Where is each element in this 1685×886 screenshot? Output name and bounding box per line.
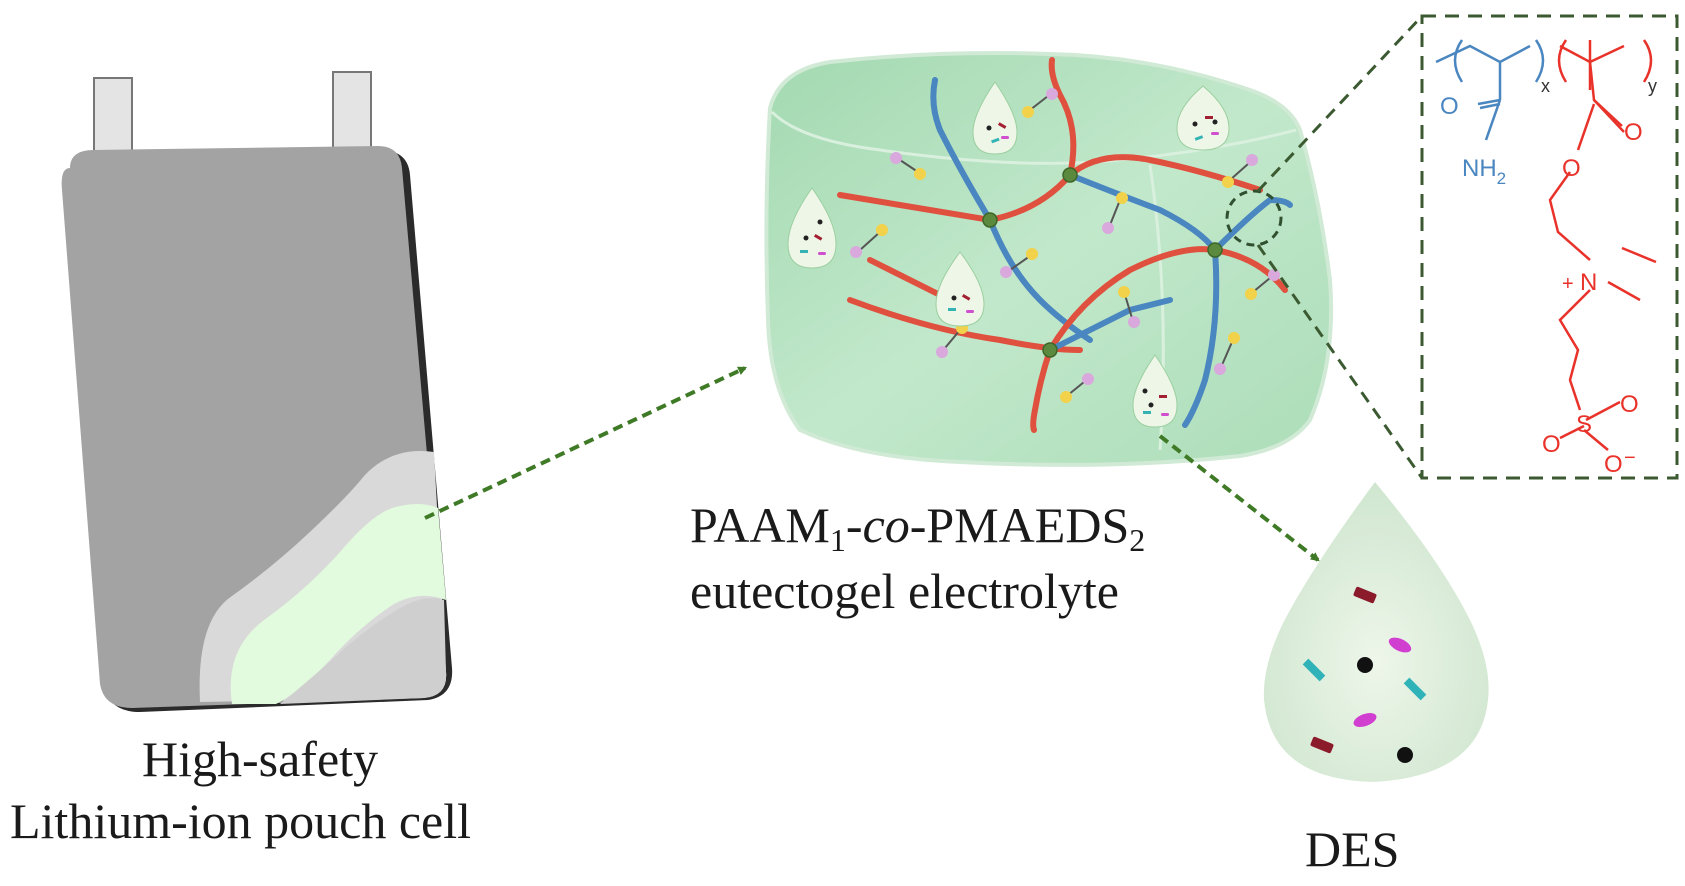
battery-wave-green <box>230 504 446 704</box>
polymer-chain <box>1047 246 1288 353</box>
repeat-sub-x: x <box>1541 76 1550 96</box>
des-component-black <box>1357 657 1373 673</box>
zwitterion-labels: O O + N O S O O − <box>1542 119 1643 478</box>
zwitterion-unit <box>1548 39 1657 451</box>
des-component-red <box>1353 586 1377 604</box>
crosslink-node <box>1062 167 1078 183</box>
arrow-gel-to-des <box>1158 434 1320 562</box>
pendant-group <box>1222 154 1258 188</box>
gel-caption-italic: co <box>862 497 910 553</box>
polymer-chain <box>1212 196 1293 253</box>
gel-caption-prefix: PAAM <box>690 497 830 553</box>
pendant-group <box>1118 286 1140 328</box>
des-component-magenta <box>1353 713 1377 727</box>
ammonium-charge: + <box>1562 273 1574 295</box>
pendant-group <box>1102 192 1128 234</box>
zoom-connector-bottom <box>1256 244 1424 479</box>
crosslink-nodes <box>982 167 1223 358</box>
arrow-cell-to-gel <box>424 366 748 520</box>
polymer-chain <box>1182 247 1220 428</box>
pendant-group <box>1214 332 1240 375</box>
ester-oxygen-carbonyl: O <box>1624 119 1643 146</box>
des-droplet-body <box>1263 482 1489 782</box>
sulfonate-charge: − <box>1624 447 1636 469</box>
amide-oxygen: O <box>1440 93 1459 120</box>
polymer-chain <box>987 217 1093 343</box>
crosslink-node <box>1207 242 1223 258</box>
pendant-group <box>850 224 888 258</box>
acrylamide-labels: O NH2 <box>1440 93 1506 188</box>
chemical-structure: x y O NH2 O O + N O S O O − <box>1420 14 1679 480</box>
des-label: DES <box>1305 821 1400 877</box>
ammonium-nitrogen: N <box>1580 269 1597 296</box>
gel-droplets <box>787 81 1230 428</box>
mini-droplet <box>1176 85 1230 151</box>
battery-tab-right <box>332 71 372 155</box>
gel-caption-sub2: 2 <box>1129 522 1146 558</box>
des-component-red <box>1310 736 1334 754</box>
sulfonate-oxygen-top: O <box>1620 391 1639 418</box>
sulfonate-oxygen-bottom: O <box>1604 451 1623 478</box>
des-component-cyan <box>1302 658 1326 682</box>
ester-oxygen-link: O <box>1562 155 1581 182</box>
structure-subscripts: x y <box>1541 76 1657 96</box>
pendant-group <box>1022 88 1058 118</box>
gel-outline <box>764 51 1334 467</box>
gel-caption-line2: eutectogel electrolyte <box>690 563 1119 619</box>
des-droplet <box>1263 482 1489 782</box>
structure-frame <box>1420 14 1679 480</box>
des-component-magenta <box>1388 637 1412 653</box>
eutectogel-block <box>764 51 1334 467</box>
pouch-cell <box>61 71 453 712</box>
mini-droplet <box>787 187 837 269</box>
zoom-circle <box>1225 189 1283 247</box>
mini-droplet <box>972 81 1018 155</box>
mini-droplet <box>1132 354 1178 428</box>
battery-caption-line1: High-safety <box>142 731 379 787</box>
gel-caption-dash2: -PMAEDS <box>909 497 1130 553</box>
crosslink-node <box>982 212 998 228</box>
polymer-chain <box>930 77 993 223</box>
mini-droplet <box>935 251 985 327</box>
sulfonate-sulfur: S <box>1576 411 1592 438</box>
pendant-group <box>1060 373 1094 403</box>
pendant-group <box>1245 269 1280 300</box>
sulfonate-oxygen-left: O <box>1542 431 1561 458</box>
amide-nh2: NH2 <box>1462 155 1506 188</box>
acrylamide-unit <box>1435 39 1545 141</box>
battery-wave-mid <box>280 598 447 704</box>
battery-tab-left <box>93 77 133 159</box>
polymer-chain <box>1048 57 1077 178</box>
des-component-black <box>1397 747 1413 763</box>
gel-caption-sub1: 1 <box>829 522 846 558</box>
polymer-chain <box>1030 347 1053 433</box>
gel-caption-dash1: - <box>845 497 863 553</box>
gel-caption-line1: PAAM1-co-PMAEDS2 <box>690 496 1145 556</box>
pendant-group <box>890 152 926 180</box>
des-component-cyan <box>1403 677 1427 701</box>
zwitterion-pendants <box>850 88 1280 403</box>
polymer-chain <box>1067 172 1218 253</box>
crosslink-node <box>1042 342 1058 358</box>
pendant-group <box>1000 248 1038 278</box>
battery-caption-line2: Lithium-ion pouch cell <box>10 793 472 849</box>
repeat-sub-y: y <box>1648 76 1657 96</box>
